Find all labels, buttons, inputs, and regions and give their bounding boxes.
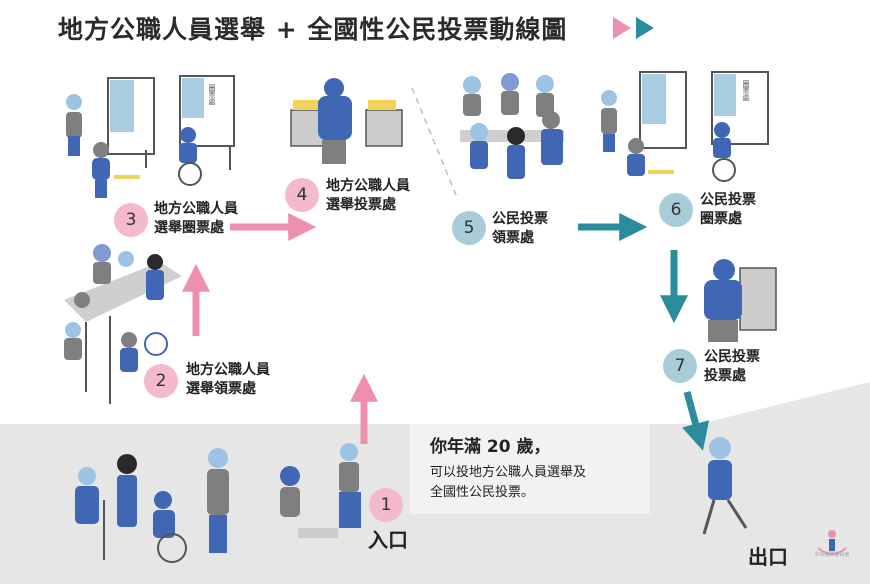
step-2-number: 2	[144, 364, 178, 398]
title-triangle-teal	[636, 17, 654, 39]
step-6-label-line2: 圈票處	[700, 211, 742, 227]
step-7-label: 公民投票 投票處	[704, 348, 760, 386]
age-notice-line1: 可以投地方公職人員選舉及	[430, 465, 587, 480]
reception-illustration-2	[64, 244, 182, 404]
ballot-box-illustration-7	[704, 259, 777, 342]
step-5-label-line2: 領票處	[492, 230, 534, 246]
age-notice-body: 可以投地方公職人員選舉及 全國性公民投票。	[430, 463, 586, 503]
step-4-label: 地方公職人員 選舉投票處	[326, 177, 410, 215]
step-2-label-line1: 地方公職人員	[186, 362, 270, 378]
booth-illustration-6	[601, 71, 769, 182]
booth-illustration-3	[66, 75, 235, 198]
step-3-label: 地方公職人員 選舉圈票處	[154, 200, 238, 238]
step-4-label-line2: 選舉投票處	[326, 197, 396, 213]
step-2-label-line2: 選舉領票處	[186, 381, 256, 397]
exit-walker-illustration	[702, 437, 748, 535]
step-3-label-line2: 選舉圈票處	[154, 220, 224, 236]
step-4-number: 4	[285, 178, 319, 212]
voters-crowd-illustration	[75, 443, 361, 563]
step-7-number: 7	[663, 349, 697, 383]
title-triangle-pink	[613, 17, 631, 39]
entrance-label: 入口	[368, 528, 408, 552]
step-1-number: 1	[369, 488, 403, 522]
step-3-number: 3	[114, 203, 148, 237]
cec-logo-icon	[817, 530, 847, 555]
page-title: 地方公職人員選舉 + 全國性公民投票動線圖	[58, 15, 568, 44]
step-7-label-line2: 投票處	[704, 368, 746, 384]
step-6-label-line1: 公民投票	[700, 192, 756, 208]
age-notice-heading: 你年滿 20 歲，	[430, 437, 551, 457]
ballot-box-illustration-4	[290, 78, 403, 164]
step-2-label: 地方公職人員 選舉領票處	[186, 361, 270, 399]
notice-panel	[410, 424, 650, 514]
floor-band-right	[700, 382, 870, 584]
arrow-7-to-exit	[682, 391, 710, 451]
age-notice-line2: 全國性公民投票。	[430, 485, 535, 500]
exit-label: 出口	[748, 545, 788, 569]
booth-sign-6: 圈票處	[742, 80, 750, 101]
reception-illustration-5	[460, 73, 564, 179]
step-3-label-line1: 地方公職人員	[154, 201, 238, 217]
step-6-label: 公民投票 圈票處	[700, 191, 756, 229]
step-7-label-line1: 公民投票	[704, 349, 760, 365]
step-4-label-line1: 地方公職人員	[326, 178, 410, 194]
step-6-number: 6	[659, 193, 693, 227]
booth-sign-3: 圈票處	[208, 84, 216, 105]
divider-line	[411, 87, 459, 201]
step-5-label-line1: 公民投票	[492, 211, 548, 227]
step-5-number: 5	[452, 211, 486, 245]
step-5-label: 公民投票 領票處	[492, 210, 548, 248]
cec-logo-text: 中央選舉委員會	[814, 552, 850, 558]
